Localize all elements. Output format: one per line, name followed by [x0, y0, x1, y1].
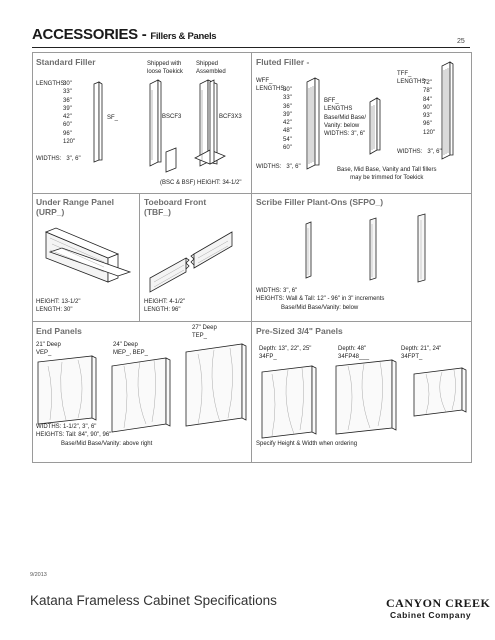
standard-filler-lengths: 30" 33" 36" 39" 42" 60" 96" 120" [63, 81, 76, 146]
standard-filler-lengths-label: LENGTHS: [36, 81, 67, 87]
end-panels-title: End Panels [36, 326, 82, 336]
page-number: 25 [457, 38, 465, 45]
end-panel-dims: WIDTHS: 1-1/2", 3", 6" HEIGHTS: Tall: 84… [36, 424, 153, 447]
column-divider [251, 52, 252, 463]
fluted-filler-title: Fluted Filler - [256, 57, 310, 67]
presized-panel-2: Depth: 48" 34FP48___ [338, 346, 370, 361]
wff-label: WFF_ LENGTHS: [256, 78, 287, 93]
standard-filler-widths: WIDTHS: 3", 6" [36, 156, 81, 162]
shipped-assembled-note: Shipped Assembled [196, 61, 226, 76]
under-range-title: Under Range Panel (URP_) [36, 197, 114, 217]
row-divider-1 [32, 193, 472, 194]
wff-lengths: 30" 33" 36" 39" 42" 48" 54" 60" [283, 87, 292, 152]
page-title: ACCESSORIES - Fillers & Panels [32, 26, 217, 43]
revision-date: 9/2013 [30, 572, 47, 578]
footer-title: Katana Frameless Cabinet Specifications [30, 593, 277, 608]
brand-logo: CANYON CREEK [386, 596, 491, 610]
accessories-grid [32, 52, 472, 463]
bcf3x3-label: BCF3X3 [219, 114, 242, 120]
loose-toekick-note: Shipped with loose Toekick [147, 61, 183, 76]
under-range-dims: HEIGHT: 13-1/2" LENGTH: 30" [36, 299, 81, 314]
tff-label: TFF_ LENGTHS: [397, 71, 428, 86]
height-note: (BSC & BSF) HEIGHT: 34-1/2" [160, 180, 242, 186]
scribe-dims: WIDTHS: 3", 6" HEIGHTS: Wall & Tall: 12"… [256, 288, 385, 311]
row-divider-2 [32, 321, 472, 322]
tff-widths: WIDTHS: 3", 6" [397, 149, 442, 155]
standard-filler-title: Standard Filler [36, 57, 96, 67]
bff-block: BFF_ LENGTHS Base/Mid Base/ Vanity: belo… [324, 98, 367, 138]
end-panel-21: 21" Deep VEP_ [36, 342, 61, 357]
end-panel-27: 27" Deep TEP_ [192, 325, 217, 340]
column-divider-middle [139, 193, 140, 321]
presized-panel-3: Depth: 21", 24" 34FPT_ [401, 346, 442, 361]
page-subtitle: Fillers & Panels [150, 31, 217, 42]
toeboard-title: Toeboard Front (TBF_) [144, 197, 207, 217]
tff-lengths: 72" 78" 84" 90" 93" 96" 120" [423, 80, 436, 136]
presized-panel-1: Depth: 13", 22", 25" 34FP_ [259, 346, 312, 361]
presized-note: Specify Height & Width when ordering [256, 441, 358, 447]
bscf3-label: BSCF3 [162, 114, 182, 120]
standard-filler-code: SF_ [107, 115, 119, 121]
scribe-title: Scribe Filler Plant-Ons (SFPO_) [256, 197, 384, 207]
header-rule [32, 47, 470, 48]
brand-logo-subtitle: Cabinet Company [390, 610, 472, 620]
fluted-note: Base, Mid Base, Vanity and Tall fillers … [337, 167, 437, 182]
end-panel-24: 24" Deep MEP_, BEP_ [113, 342, 149, 357]
toeboard-dims: HEIGHT: 4-1/2" LENGTH: 96" [144, 299, 186, 314]
wff-widths: WIDTHS: 3", 6" [256, 164, 301, 170]
presized-title: Pre-Sized 3/4" Panels [256, 326, 343, 336]
